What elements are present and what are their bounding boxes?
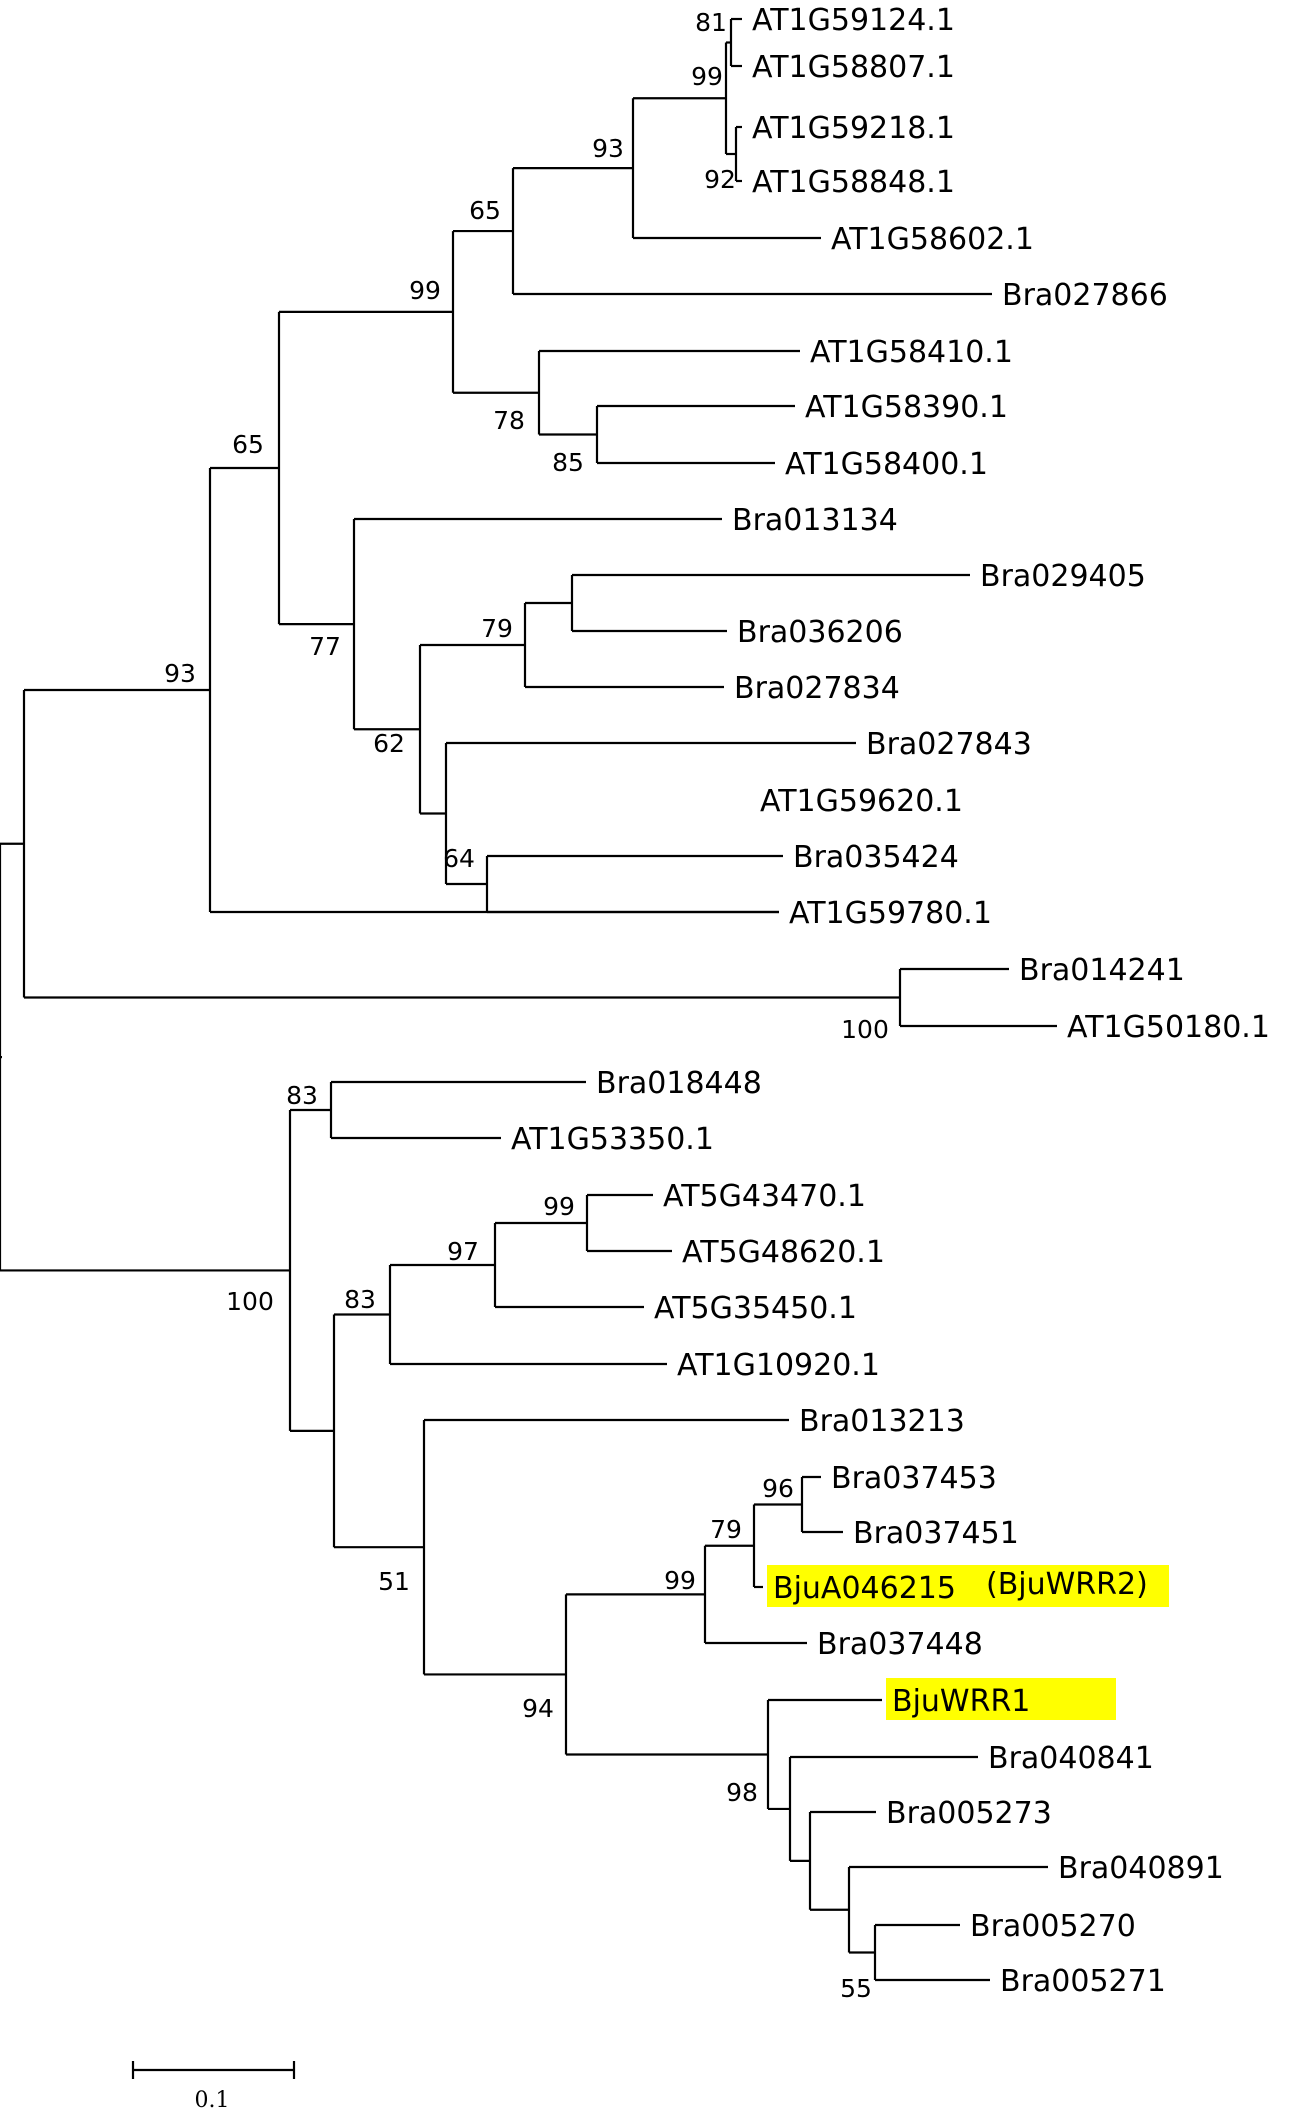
leaf-label: Bra036206 [737, 615, 903, 650]
leaf-label: AT1G10920.1 [677, 1348, 880, 1383]
bootstrap-value: 98 [726, 1778, 758, 1807]
leaf-label: Bra027843 [866, 727, 1032, 762]
leaf-label: Bra027834 [734, 671, 900, 706]
leaf-label: AT1G58848.1 [752, 165, 955, 200]
leaf-label: Bra037448 [817, 1627, 983, 1662]
leaf-label: AT1G53350.1 [511, 1122, 714, 1157]
leaf-label: Bra027866 [1002, 278, 1168, 313]
leaf-label: AT1G59218.1 [752, 111, 955, 146]
leaf-label: Bra014241 [1019, 953, 1185, 988]
leaf-label: Bra035424 [793, 840, 959, 875]
leaf-label: AT1G58410.1 [810, 335, 1013, 370]
leaf-label: AT1G59620.1 [760, 784, 963, 819]
leaf-labels: AT1G59124.1AT1G58807.1AT1G59218.1AT1G588… [511, 3, 1270, 1999]
bootstrap-value: 99 [543, 1192, 575, 1221]
leaf-label: Bra005270 [970, 1909, 1136, 1944]
scale-bar: 0.1 [131, 2061, 296, 2111]
leaf-label: AT5G48620.1 [682, 1235, 885, 1270]
bootstrap-value: 83 [344, 1285, 376, 1314]
highlight-box [886, 1678, 1116, 1720]
highlight-box [767, 1565, 1169, 1607]
bootstrap-value: 99 [691, 62, 723, 91]
bootstrap-value: 93 [164, 659, 196, 688]
bootstrap-value: 100 [226, 1287, 274, 1316]
bootstrap-value: 78 [493, 406, 525, 435]
leaf-label: AT1G58807.1 [752, 50, 955, 85]
tree-branches [0, 17, 1057, 1982]
bootstrap-value: 77 [309, 632, 341, 661]
leaf-label: Bra040841 [988, 1741, 1154, 1776]
leaf-label: AT1G58390.1 [805, 390, 1008, 425]
bootstrap-value: 100 [841, 1015, 889, 1044]
leaf-label: AT1G58602.1 [831, 222, 1034, 257]
bootstrap-value: 99 [664, 1566, 696, 1595]
bootstrap-value: 94 [522, 1694, 554, 1723]
highlight-boxes [767, 1565, 1169, 1720]
leaf-label: BjuWRR1 [892, 1684, 1030, 1719]
bootstrap-value: 96 [762, 1474, 794, 1503]
leaf-label: Bra037453 [831, 1461, 997, 1496]
leaf-label: Bra013213 [799, 1404, 965, 1439]
scale-bar-label: 0.1 [195, 2088, 230, 2111]
bootstrap-value: 93 [592, 134, 624, 163]
leaf-label: Bra005271 [1000, 1964, 1166, 1999]
leaf-label: AT1G58400.1 [785, 447, 988, 482]
bootstrap-value: 51 [378, 1567, 410, 1596]
bootstrap-value: 85 [552, 448, 584, 477]
leaf-label: Bra013134 [732, 503, 898, 538]
bootstrap-value: 62 [373, 729, 405, 758]
bootstrap-value: 79 [481, 614, 513, 643]
leaf-label: BjuA046215 [773, 1571, 956, 1606]
bootstrap-value: 99 [409, 276, 441, 305]
leaf-label: Bra005273 [886, 1796, 1052, 1831]
leaf-label: AT5G35450.1 [654, 1291, 857, 1326]
bootstrap-value: 97 [447, 1237, 479, 1266]
bootstrap-value: 79 [710, 1515, 742, 1544]
bootstrap-value: 64 [443, 844, 475, 873]
bootstrap-labels: 81 99 92 93 65 99 78 85 65 79 77 62 64 93 100 83 99 97 83 1… [164, 8, 889, 2003]
leaf-label: AT1G59124.1 [752, 3, 955, 38]
bootstrap-value: 55 [840, 1974, 872, 2003]
leaf-label-note: (BjuWRR2) [986, 1567, 1148, 1602]
bootstrap-value: 92 [704, 165, 736, 194]
leaf-label: Bra029405 [980, 559, 1146, 594]
leaf-label: Bra037451 [853, 1516, 1019, 1551]
bootstrap-value: 65 [469, 196, 501, 225]
leaf-label: Bra040891 [1058, 1851, 1224, 1886]
bootstrap-value: 83 [286, 1081, 318, 1110]
bootstrap-value: 65 [232, 430, 264, 459]
bootstrap-value: 81 [695, 8, 727, 37]
leaf-label: AT1G59780.1 [789, 896, 992, 931]
leaf-label: AT5G43470.1 [663, 1179, 866, 1214]
leaf-label: Bra018448 [596, 1066, 762, 1101]
leaf-label: AT1G50180.1 [1067, 1010, 1270, 1045]
